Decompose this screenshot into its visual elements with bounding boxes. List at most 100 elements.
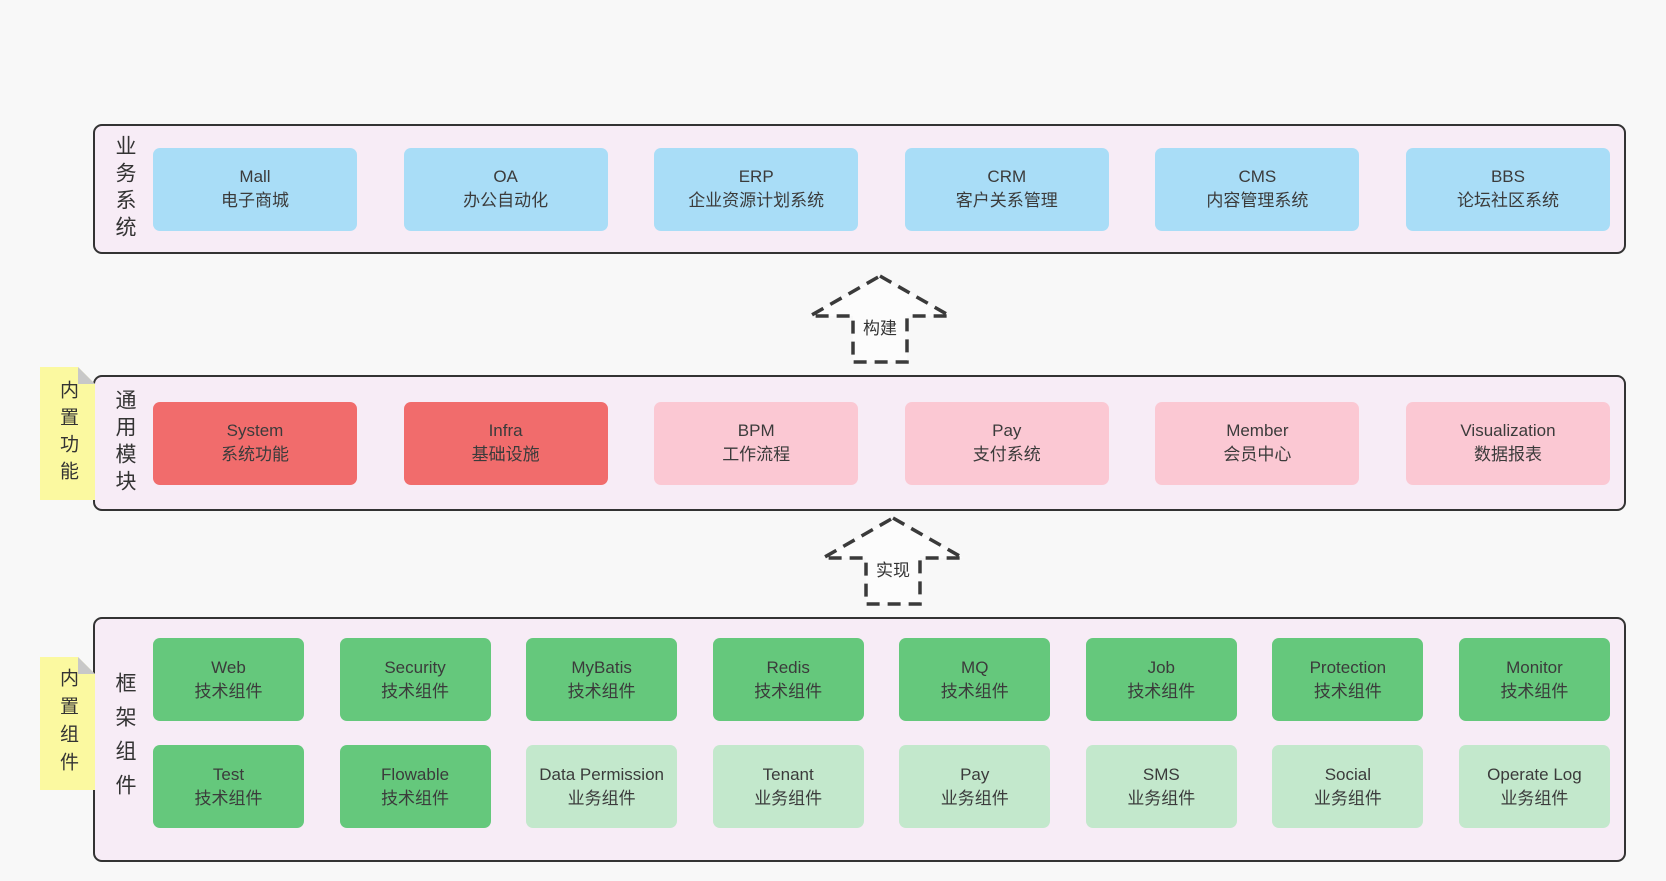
box-subtitle: 技术组件: [194, 681, 263, 701]
box-title: Redis: [766, 657, 810, 677]
box-title: Test: [212, 764, 245, 784]
arrow-implement-label: 实现: [876, 561, 910, 580]
box-mall: Mall 电子商城: [153, 147, 357, 231]
box-title: BPM: [737, 421, 775, 440]
component-row-1: Web 技术组件 Security 技术组件 MyBatis 技术组件 Redi…: [153, 638, 1610, 721]
box-redis: Redis 技术组件: [712, 638, 864, 721]
box-member: Member 会员中心: [1155, 401, 1360, 485]
layer-common-modules: 内置功能 通用模块 System 系统功能 Infra 基础设施 BPM 工作流…: [93, 375, 1626, 511]
box-subtitle: 技术组件: [1500, 681, 1569, 701]
box-bbs: BBS 论坛社区系统: [1405, 147, 1610, 231]
folded-corner-icon: [78, 657, 95, 674]
box-operate-log: Operate Log 业务组件: [1458, 745, 1610, 828]
box-visualization: Visualization 数据报表: [1405, 401, 1610, 485]
arrow-build: 构建: [806, 272, 954, 366]
box-data-permission: Data Permission 业务组件: [526, 745, 678, 828]
layer-label-modules: 通用模块: [113, 389, 136, 497]
box-subtitle: 系统功能: [221, 445, 289, 464]
box-security: Security 技术组件: [339, 638, 491, 721]
sticky-note-built-in-components: 内置组件: [40, 657, 95, 790]
box-title: Data Permission: [539, 764, 664, 784]
box-title: Monitor: [1506, 657, 1563, 677]
box-title: Infra: [488, 421, 523, 440]
box-web: Web 技术组件: [153, 638, 304, 721]
box-oa: OA 办公自动化: [403, 147, 608, 231]
box-bpm: BPM 工作流程: [654, 401, 859, 485]
box-subtitle: 业务组件: [1500, 788, 1569, 808]
box-system: System 系统功能: [153, 401, 357, 485]
box-title: Pay: [960, 764, 990, 784]
box-subtitle: 内容管理系统: [1206, 191, 1309, 210]
box-infra: Infra 基础设施: [403, 401, 608, 485]
box-title: Flowable: [381, 764, 450, 784]
note-text: 内置功能: [57, 379, 78, 488]
box-subtitle: 基础设施: [471, 445, 540, 464]
box-pay: Pay 支付系统: [904, 401, 1109, 485]
box-title: Web: [211, 657, 246, 677]
box-subtitle: 办公自动化: [463, 191, 549, 210]
box-title: Mall: [239, 167, 271, 186]
box-title: BBS: [1490, 167, 1525, 186]
box-title: Pay: [992, 421, 1022, 440]
box-mq: MQ 技术组件: [899, 638, 1051, 721]
box-pay-business: Pay 业务组件: [899, 745, 1051, 828]
box-subtitle: 数据报表: [1473, 445, 1542, 464]
box-test: Test 技术组件: [153, 745, 304, 828]
layer-label-business: 业务系统: [113, 135, 136, 243]
module-boxes: System 系统功能 Infra 基础设施 BPM 工作流程 Pay 支付系统…: [153, 377, 1624, 509]
sticky-note-built-in-features: 内置功能: [40, 367, 95, 500]
box-sms: SMS 业务组件: [1085, 745, 1237, 828]
note-text: 内置组件: [57, 667, 78, 780]
box-title: Visualization: [1460, 421, 1556, 440]
box-subtitle: 支付系统: [972, 445, 1041, 464]
up-arrow-icon: [806, 273, 954, 364]
box-subtitle: 技术组件: [567, 681, 636, 701]
box-subtitle: 客户关系管理: [955, 191, 1058, 210]
box-title: Security: [384, 657, 446, 677]
box-subtitle: 业务组件: [1313, 788, 1382, 808]
box-title: Tenant: [762, 764, 814, 784]
box-title: OA: [493, 167, 518, 186]
box-title: MyBatis: [571, 657, 632, 677]
component-rows: Web 技术组件 Security 技术组件 MyBatis 技术组件 Redi…: [153, 619, 1624, 860]
box-subtitle: 业务组件: [567, 788, 636, 808]
box-mybatis: MyBatis 技术组件: [526, 638, 678, 721]
box-subtitle: 技术组件: [1313, 681, 1382, 701]
box-tenant: Tenant 业务组件: [712, 745, 864, 828]
box-protection: Protection 技术组件: [1272, 638, 1424, 721]
box-subtitle: 企业资源计划系统: [688, 191, 825, 210]
component-row-2: Test 技术组件 Flowable 技术组件 Data Permission …: [153, 745, 1610, 828]
box-subtitle: 论坛社区系统: [1456, 191, 1559, 210]
box-title: Job: [1147, 657, 1176, 677]
box-job: Job 技术组件: [1085, 638, 1237, 721]
box-subtitle: 技术组件: [194, 788, 263, 808]
box-subtitle: 业务组件: [754, 788, 823, 808]
box-monitor: Monitor 技术组件: [1458, 638, 1610, 721]
box-title: Member: [1226, 421, 1289, 440]
box-title: Social: [1324, 764, 1372, 784]
box-subtitle: 会员中心: [1223, 445, 1292, 464]
box-crm: CRM 客户关系管理: [904, 147, 1109, 231]
business-boxes: Mall 电子商城 OA 办公自动化 ERP 企业资源计划系统 CRM 客户关系…: [153, 126, 1624, 252]
box-title: SMS: [1142, 764, 1180, 784]
box-title: System: [226, 421, 284, 440]
box-subtitle: 工作流程: [722, 445, 791, 464]
up-arrow-icon: [819, 515, 967, 606]
box-subtitle: 技术组件: [381, 788, 450, 808]
layer-label-components: 框架组件: [113, 671, 136, 808]
arrow-build-label: 构建: [863, 319, 897, 338]
box-subtitle: 技术组件: [1127, 681, 1196, 701]
arrow-implement: 实现: [819, 514, 967, 608]
box-subtitle: 技术组件: [754, 681, 823, 701]
folded-corner-icon: [78, 367, 95, 384]
box-title: ERP: [738, 167, 774, 186]
box-title: CMS: [1238, 167, 1277, 186]
box-subtitle: 电子商城: [221, 191, 289, 210]
box-subtitle: 业务组件: [940, 788, 1009, 808]
layer-framework-components: 内置组件 框架组件 Web 技术组件 Security 技术组件 MyBatis…: [93, 617, 1626, 862]
box-subtitle: 业务组件: [1127, 788, 1196, 808]
box-cms: CMS 内容管理系统: [1155, 147, 1360, 231]
box-social: Social 业务组件: [1272, 745, 1424, 828]
box-erp: ERP 企业资源计划系统: [654, 147, 859, 231]
